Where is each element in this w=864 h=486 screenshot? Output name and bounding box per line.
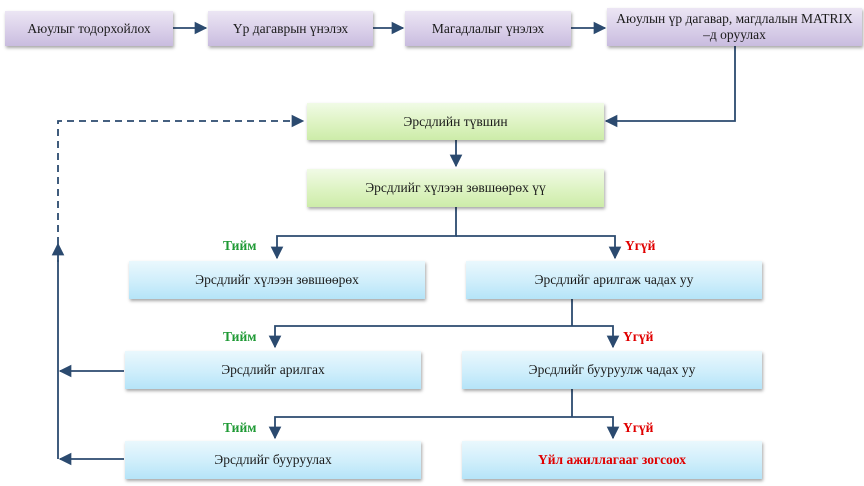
- stop-operation-box: Үйл ажиллагааг зогсоох: [462, 441, 762, 479]
- arrow-matrix-to-risk-level: [604, 46, 736, 128]
- eliminate-risk-box: Эрсдлийг арилгах: [125, 351, 421, 389]
- eliminate-question-box: Эрсдлийг арилгаж чадах уу: [466, 261, 762, 299]
- risk-level-box: Эрсдлийн түвшин: [307, 103, 604, 140]
- branch-2-no-label: Үгүй: [623, 329, 654, 344]
- branch-3-yes-label: Тийм: [223, 420, 257, 435]
- branch-3-no-label: Үгүй: [623, 420, 654, 435]
- branch-2-no-connector: [572, 325, 620, 349]
- accept-risk-box: Эрсдлийг хүлээн зөвшөөрөх: [129, 261, 425, 299]
- reduce-question-box: Эрсдлийг бууруулж чадах уу: [462, 351, 762, 389]
- step-enter-matrix: Аюулын үр дагавар, магдлалын MATRIX –д о…: [607, 8, 862, 46]
- step-identify-hazard: Аюулыг тодорхойлох: [5, 11, 173, 46]
- branch-1-no-connector: [456, 235, 622, 260]
- reduce-risk-box: Эрсдлийг бууруулах: [125, 441, 421, 479]
- step-assess-probability: Магадлалыг үнэлэх: [405, 11, 571, 46]
- branch-2-yes-label: Тийм: [223, 329, 257, 344]
- branch-1-no-label: Үгүй: [625, 238, 656, 253]
- branch-2-yes-connector: [268, 325, 572, 349]
- branch-3-no-connector: [572, 416, 620, 440]
- branch-1-connector: [270, 207, 457, 260]
- acceptable-question-box: Эрсдлийг хүлээн зөвшөөрөх үү: [307, 169, 604, 207]
- branch-3-yes-connector: [268, 416, 572, 440]
- step-assess-consequence: Үр дагаврын үнэлэх: [208, 11, 373, 46]
- feedback-loop-dashed: [57, 114, 305, 244]
- branch-1-yes-label: Тийм: [223, 238, 257, 253]
